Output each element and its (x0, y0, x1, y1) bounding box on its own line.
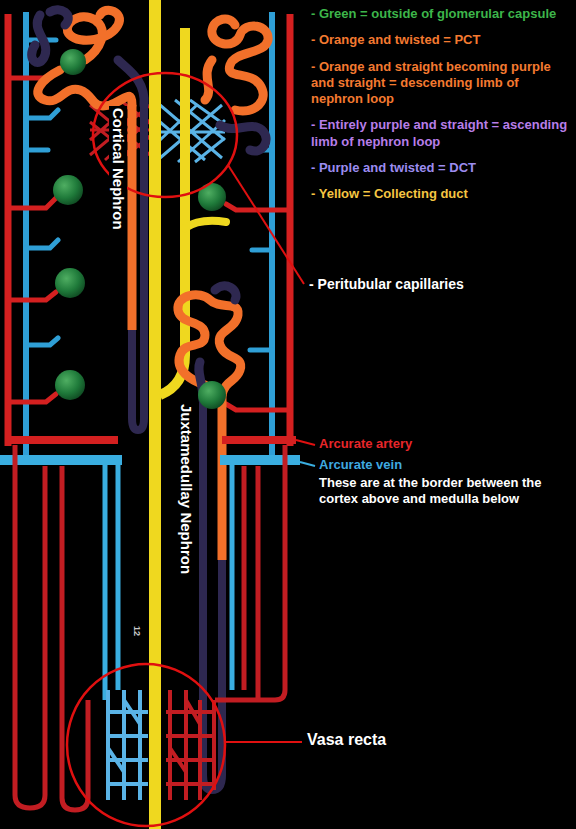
ascending-limb (132, 105, 144, 430)
legend-note: - Entirely purple and straight = ascendi… (311, 117, 571, 150)
region-label: Juxtamedullay Nephron (177, 402, 195, 576)
legend-note: - Orange and straight becoming purple an… (311, 59, 571, 108)
capillary-mesh (166, 690, 216, 800)
region-label: Cortical Nephron (109, 106, 127, 232)
glomerular-capsule (53, 175, 83, 205)
legend-note: - Yellow = Collecting duct (311, 186, 571, 202)
leader-line (296, 440, 315, 445)
arcuate-vein (0, 455, 300, 465)
note-text: These are at the border between the cort… (319, 475, 569, 506)
legend-note: - Green = outside of glomerular capsule (311, 6, 571, 22)
dct (32, 10, 145, 105)
collecting-duct (160, 28, 185, 395)
capillary-mesh (108, 690, 148, 800)
glomerular-capsule (55, 268, 85, 298)
glomerular-capsule (198, 381, 226, 409)
part-label: Arcurate vein (319, 457, 569, 473)
vasa-recta (215, 445, 285, 700)
leader-line (228, 165, 304, 284)
callout-number: 12 (131, 624, 142, 638)
pct (178, 295, 241, 395)
interlobular-artery (287, 14, 294, 446)
part-label: Arcurate artery (319, 436, 569, 452)
legend-note: - Purple and twisted = DCT (311, 160, 571, 176)
leader-line (300, 462, 315, 466)
vasa-recta (230, 465, 235, 690)
part-label: Vasa recta (307, 730, 567, 749)
leader-line (226, 741, 302, 743)
vein-branch (250, 150, 272, 350)
glomerular-capsule (60, 49, 86, 75)
pct (205, 19, 268, 111)
vasa-recta (105, 465, 118, 700)
legend-column: - Green = outside of glomerular capsule -… (311, 6, 571, 212)
arcuate-artery (5, 436, 296, 444)
dct (220, 125, 266, 151)
glomerular-capsule (55, 370, 85, 400)
part-label: - Peritubular capillaries (309, 276, 571, 293)
vasa-recta (15, 445, 88, 810)
descending-limb (128, 105, 137, 330)
legend-note: - Orange and twisted = PCT (311, 32, 571, 48)
collecting-duct (149, 0, 161, 829)
duct-branch (185, 221, 226, 228)
descending-limb (218, 395, 227, 560)
afferent-arteriole (8, 70, 58, 402)
capillary-mesh (160, 100, 225, 162)
highlight-circle (67, 664, 225, 826)
